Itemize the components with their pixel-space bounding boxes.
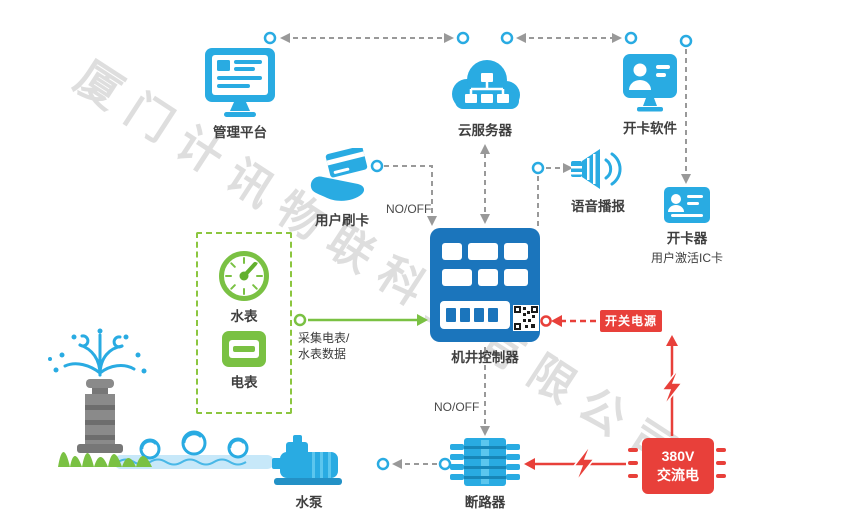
lightning-bolt-icon [572, 443, 596, 483]
collect-data-line2: 水表数据 [298, 346, 347, 361]
collect-data-line1: 采集电表/ [298, 331, 350, 345]
fountain-icon [48, 328, 274, 469]
management-platform-label: 管理平台 [213, 125, 267, 140]
ac-power-node: 380V 交流电 [642, 438, 714, 494]
water-pump-label: 水泵 [295, 495, 323, 510]
pump-icon [272, 435, 342, 485]
card-software-icon [623, 54, 677, 112]
card-reader-node: 开卡器 用户激活IC卡 [637, 186, 737, 266]
qr-code-icon [513, 305, 539, 331]
grass-icon [58, 452, 152, 467]
no-off-label-top: NO/OFF [386, 202, 432, 216]
gauge-icon [219, 251, 269, 301]
meters-group-box [196, 232, 292, 414]
ac-power-line2: 交流电 [657, 466, 699, 483]
edge-power-controller [540, 315, 596, 327]
collect-data-label: 采集电表/ 水表数据 [298, 331, 349, 362]
edge-ac-breaker [524, 443, 626, 483]
electric-meter-node: 电表 [221, 330, 267, 391]
ac-power-pins [628, 448, 726, 478]
edge-ac-power [660, 335, 684, 436]
meter-icon [222, 331, 266, 367]
fountain-scene [30, 325, 285, 515]
well-controller-node: 机井控制器 [429, 227, 541, 366]
water-pump-node: 水泵 [272, 432, 346, 511]
edge-platform-cloud [263, 31, 470, 45]
circuit-breaker-node: 断路器 [450, 438, 520, 511]
edge-software-reader [679, 34, 693, 184]
fountain-pedestal-icon [77, 379, 123, 453]
card-software-node: 开卡软件 [620, 52, 680, 137]
user-card-swipe-node: 用户刷卡 [308, 148, 376, 229]
card-software-label: 开卡软件 [623, 121, 677, 136]
lightning-bolt-icon [660, 367, 684, 407]
monitor-icon [205, 48, 275, 117]
voice-broadcast-label: 语音播报 [571, 199, 625, 214]
card-reader-sublabel: 用户激活IC卡 [650, 251, 723, 265]
user-card-swipe-label: 用户刷卡 [315, 213, 369, 228]
no-off-label-bottom: NO/OFF [434, 400, 480, 414]
edge-cloud-controller [480, 144, 490, 224]
edge-breaker-pump [376, 457, 452, 471]
edge-swipe-controller [370, 159, 437, 226]
water-meter-label: 水表 [230, 309, 258, 324]
card-reader-icon [664, 187, 710, 223]
breaker-icon [450, 438, 520, 486]
edge-controller-breaker [480, 347, 490, 436]
cloud-server-label: 云服务器 [458, 123, 512, 138]
edge-meters-controller [293, 313, 428, 327]
card-reader-label: 开卡器 [666, 231, 708, 246]
electric-meter-label: 电表 [230, 375, 258, 390]
network-nodes-icon [465, 73, 509, 103]
cloud-server-node: 云服务器 [443, 52, 527, 139]
water-spray-icon [63, 333, 136, 377]
cloud-icon [452, 60, 520, 109]
water-meter-node: 水表 [218, 250, 270, 325]
well-controller-label: 机井控制器 [451, 350, 519, 365]
controller-icon [430, 228, 540, 342]
ac-power-line1: 380V [661, 448, 695, 464]
switch-power-tag: 开关电源 [600, 310, 662, 332]
management-platform-node: 管理平台 [204, 48, 276, 141]
hand-card-icon [310, 148, 368, 201]
edge-controller-speaker [531, 161, 573, 226]
speaker-icon [571, 149, 622, 189]
voice-broadcast-node: 语音播报 [570, 146, 626, 215]
circuit-breaker-label: 断路器 [464, 495, 506, 510]
edge-cloud-software [500, 31, 638, 45]
wave-curls-icon [139, 430, 249, 460]
